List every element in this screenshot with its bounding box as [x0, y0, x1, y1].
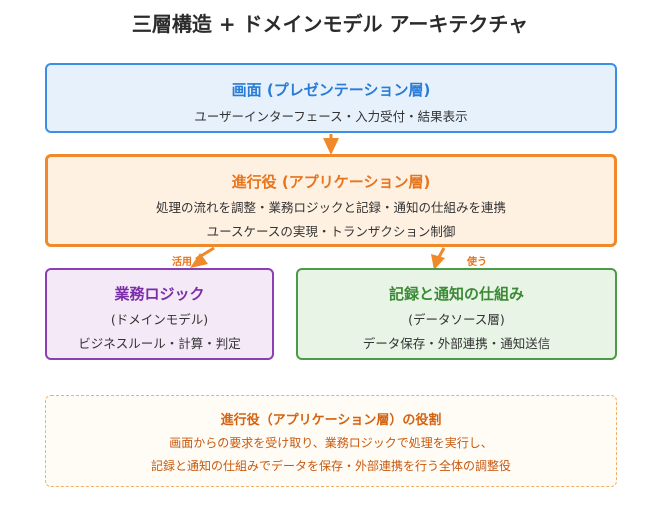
presentation-layer-heading: 画面 (プレゼンテーション層)	[231, 81, 431, 99]
data-source-layer-description: データ保存・外部連携・通知送信	[362, 336, 551, 351]
data-source-layer-subheading: (データソース層)	[408, 312, 505, 327]
domain-model-heading: 業務ロジック	[114, 285, 205, 303]
application-layer-line1: 処理の流れを調整・業務ロジックと記録・通知の仕組みを連携	[155, 200, 506, 215]
domain-model-subheading: (ドメインモデル)	[110, 312, 209, 327]
domain-model-box: 業務ロジック (ドメインモデル) ビジネスルール・計算・判定	[45, 268, 274, 360]
domain-model-description: ビジネスルール・計算・判定	[78, 336, 241, 351]
presentation-layer-description: ユーザーインターフェース・入力受付・結果表示	[194, 109, 468, 124]
arrow-application-to-domain-head	[190, 253, 208, 268]
edge-label-uses-infra: 使う	[467, 257, 487, 268]
arrow-application-to-domain	[195, 246, 215, 261]
application-layer-heading: 進行役 (アプリケーション層)	[231, 173, 431, 191]
note-heading: 進行役（アプリケーション層）の役割	[220, 413, 442, 428]
note-line2: 記録と通知の仕組みでデータを保存・外部連携を行う全体の調整役	[150, 459, 511, 473]
presentation-layer-box: 画面 (プレゼンテーション層) ユーザーインターフェース・入力受付・結果表示	[45, 63, 617, 133]
data-source-layer-box: 記録と通知の仕組み (データソース層) データ保存・外部連携・通知送信	[296, 268, 617, 360]
edge-label-uses-domain: 活用	[172, 257, 192, 268]
application-layer-line2: ユースケースの実現・トランザクション制御	[206, 224, 456, 239]
note-line1: 画面からの要求を受け取り、業務ロジックで処理を実行し、	[169, 436, 493, 450]
data-source-layer-heading: 記録と通知の仕組み	[388, 285, 524, 303]
arrow-application-to-infra	[437, 247, 446, 258]
diagram-title: 三層構造 + ドメインモデル アーキテクチャ	[131, 12, 529, 36]
arrow-presentation-to-application-head	[323, 138, 339, 155]
application-role-note: 進行役（アプリケーション層）の役割 画面からの要求を受け取り、業務ロジックで処理…	[45, 395, 617, 487]
application-layer-box: 進行役 (アプリケーション層) 処理の流れを調整・業務ロジックと記録・通知の仕組…	[45, 154, 617, 247]
